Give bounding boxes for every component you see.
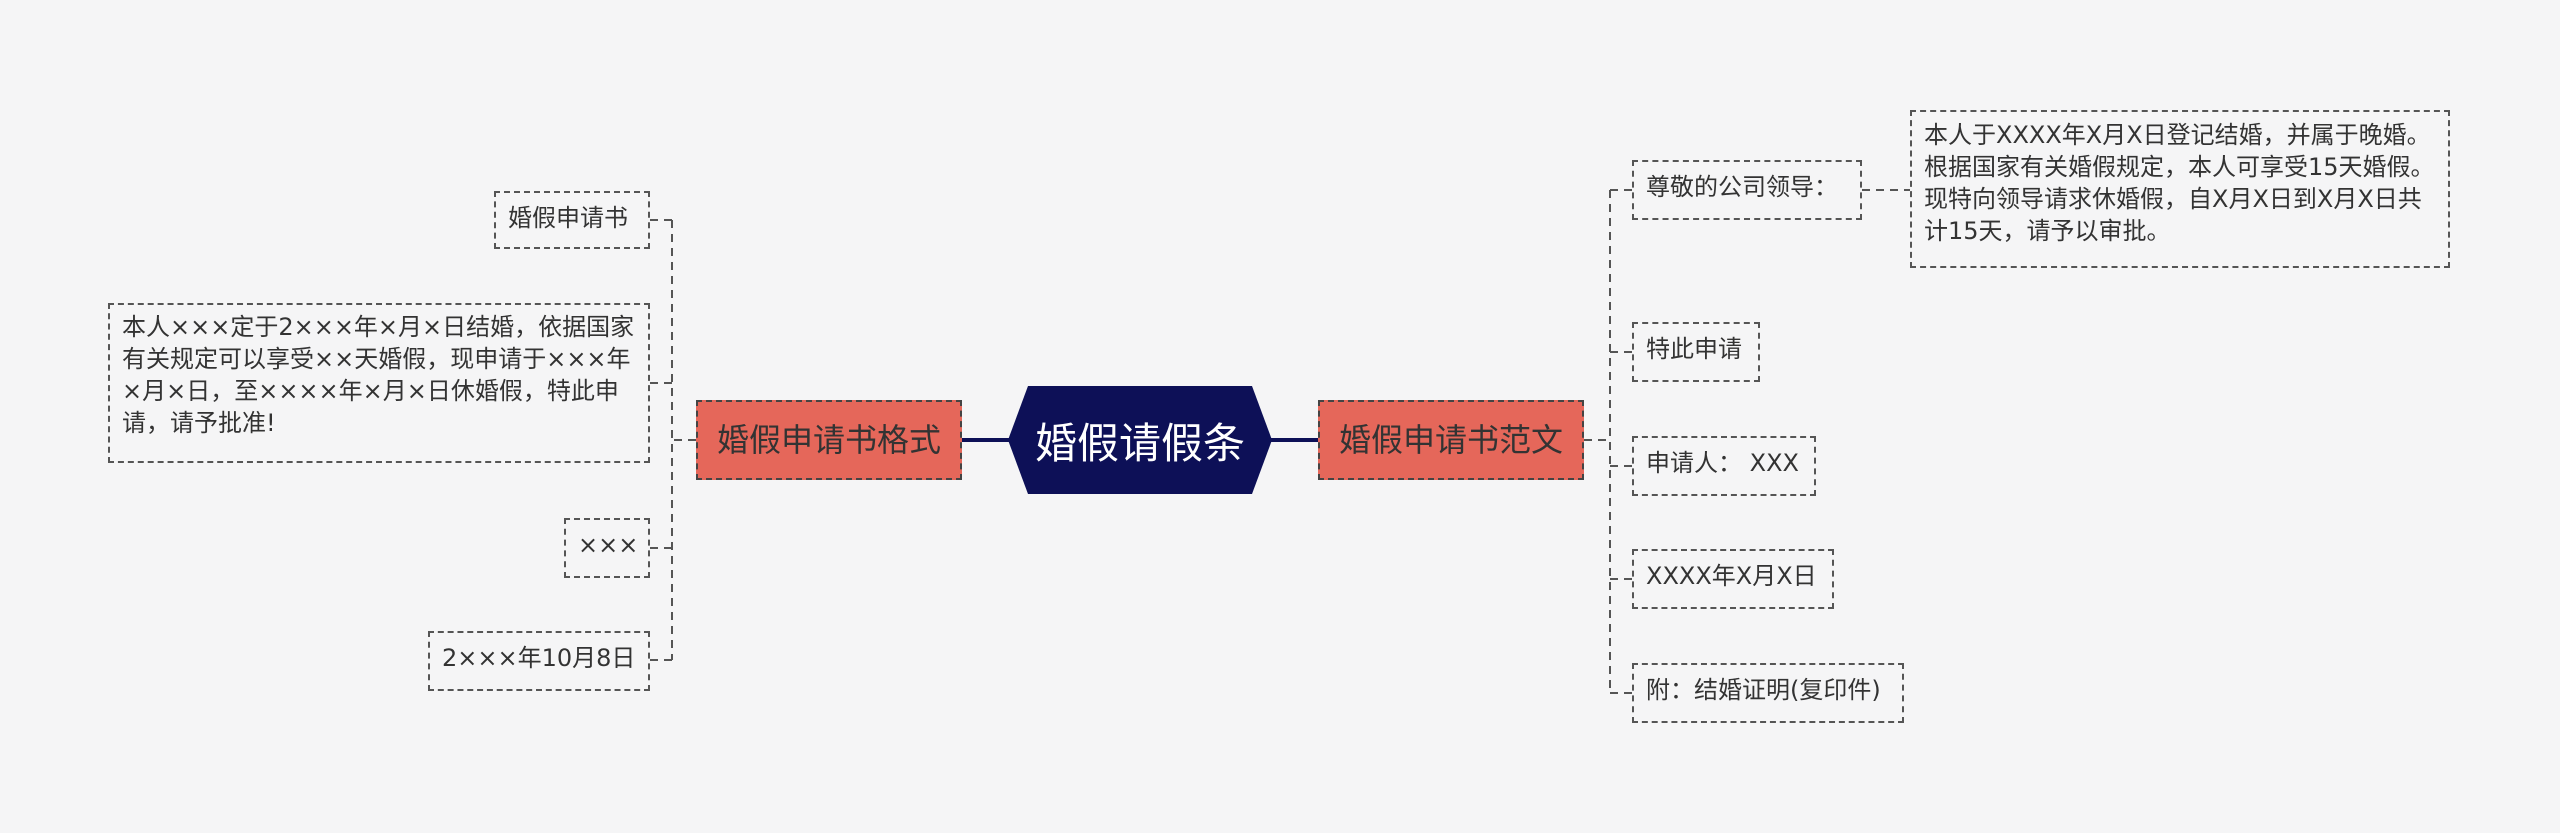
left-branch-node[interactable]: 婚假申请书格式 <box>696 400 962 480</box>
root-label: 婚假请假条 <box>1034 418 1245 468</box>
left-leaf-body[interactable]: 本人×××定于2×××年×月×日结婚，依据国家有关规定可以享受××天婚假，现申请… <box>108 303 650 463</box>
connector-left-leaves <box>650 219 696 661</box>
left-leaf-date[interactable]: 2×××年10月8日 <box>428 631 650 691</box>
right-leaf-greeting[interactable]: 尊敬的公司领导： <box>1632 160 1862 220</box>
left-leaf-title[interactable]: 婚假申请书 <box>494 191 650 249</box>
right-leaf-attachment[interactable]: 附：结婚证明(复印件) <box>1632 663 1904 723</box>
connector-right-leaves <box>1584 189 1910 694</box>
root-node[interactable]: 婚假请假条 <box>1008 386 1272 494</box>
right-leaf-closing[interactable]: 特此申请 <box>1632 322 1760 382</box>
right-detail-body[interactable]: 本人于XXXX年X月X日登记结婚，并属于晚婚。根据国家有关婚假规定，本人可享受1… <box>1910 110 2450 268</box>
left-leaf-signature[interactable]: ××× <box>564 518 650 578</box>
right-branch-node[interactable]: 婚假申请书范文 <box>1318 400 1584 480</box>
right-leaf-applicant[interactable]: 申请人： XXX <box>1632 436 1816 496</box>
root-hexagon-shape <box>1008 386 1272 494</box>
right-leaf-date[interactable]: XXXX年X月X日 <box>1632 549 1834 609</box>
